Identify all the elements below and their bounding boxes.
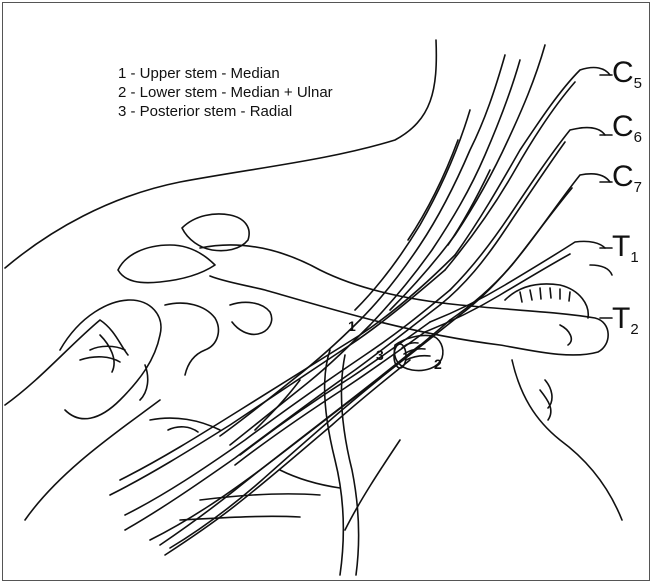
root-label-t2: T2 <box>612 304 639 337</box>
root-label-c5: C5 <box>612 58 642 91</box>
legend-item-lower-stem: 2 - Lower stem - Median + Ulnar <box>118 83 333 102</box>
legend: 1 - Upper stem - Median 2 - Lower stem -… <box>118 64 333 121</box>
marker-posterior-stem: 3 <box>376 347 384 363</box>
humerus-outline <box>5 320 128 405</box>
legend-item-upper-stem: 1 - Upper stem - Median <box>118 64 333 83</box>
root-label-t1: T1 <box>612 232 639 265</box>
acromion <box>118 245 215 283</box>
marker-lower-stem: 2 <box>434 356 442 372</box>
legend-item-posterior-stem: 3 - Posterior stem - Radial <box>118 102 333 121</box>
root-label-c6: C6 <box>612 112 642 145</box>
clavicle <box>200 245 608 355</box>
plexus-cords <box>110 255 460 575</box>
scapula <box>165 303 218 375</box>
root-label-c7: C7 <box>612 162 642 195</box>
nerve-roots <box>355 45 612 332</box>
marker-upper-stem: 1 <box>348 318 356 334</box>
back-outline <box>512 360 622 520</box>
humeral-head <box>60 300 161 419</box>
